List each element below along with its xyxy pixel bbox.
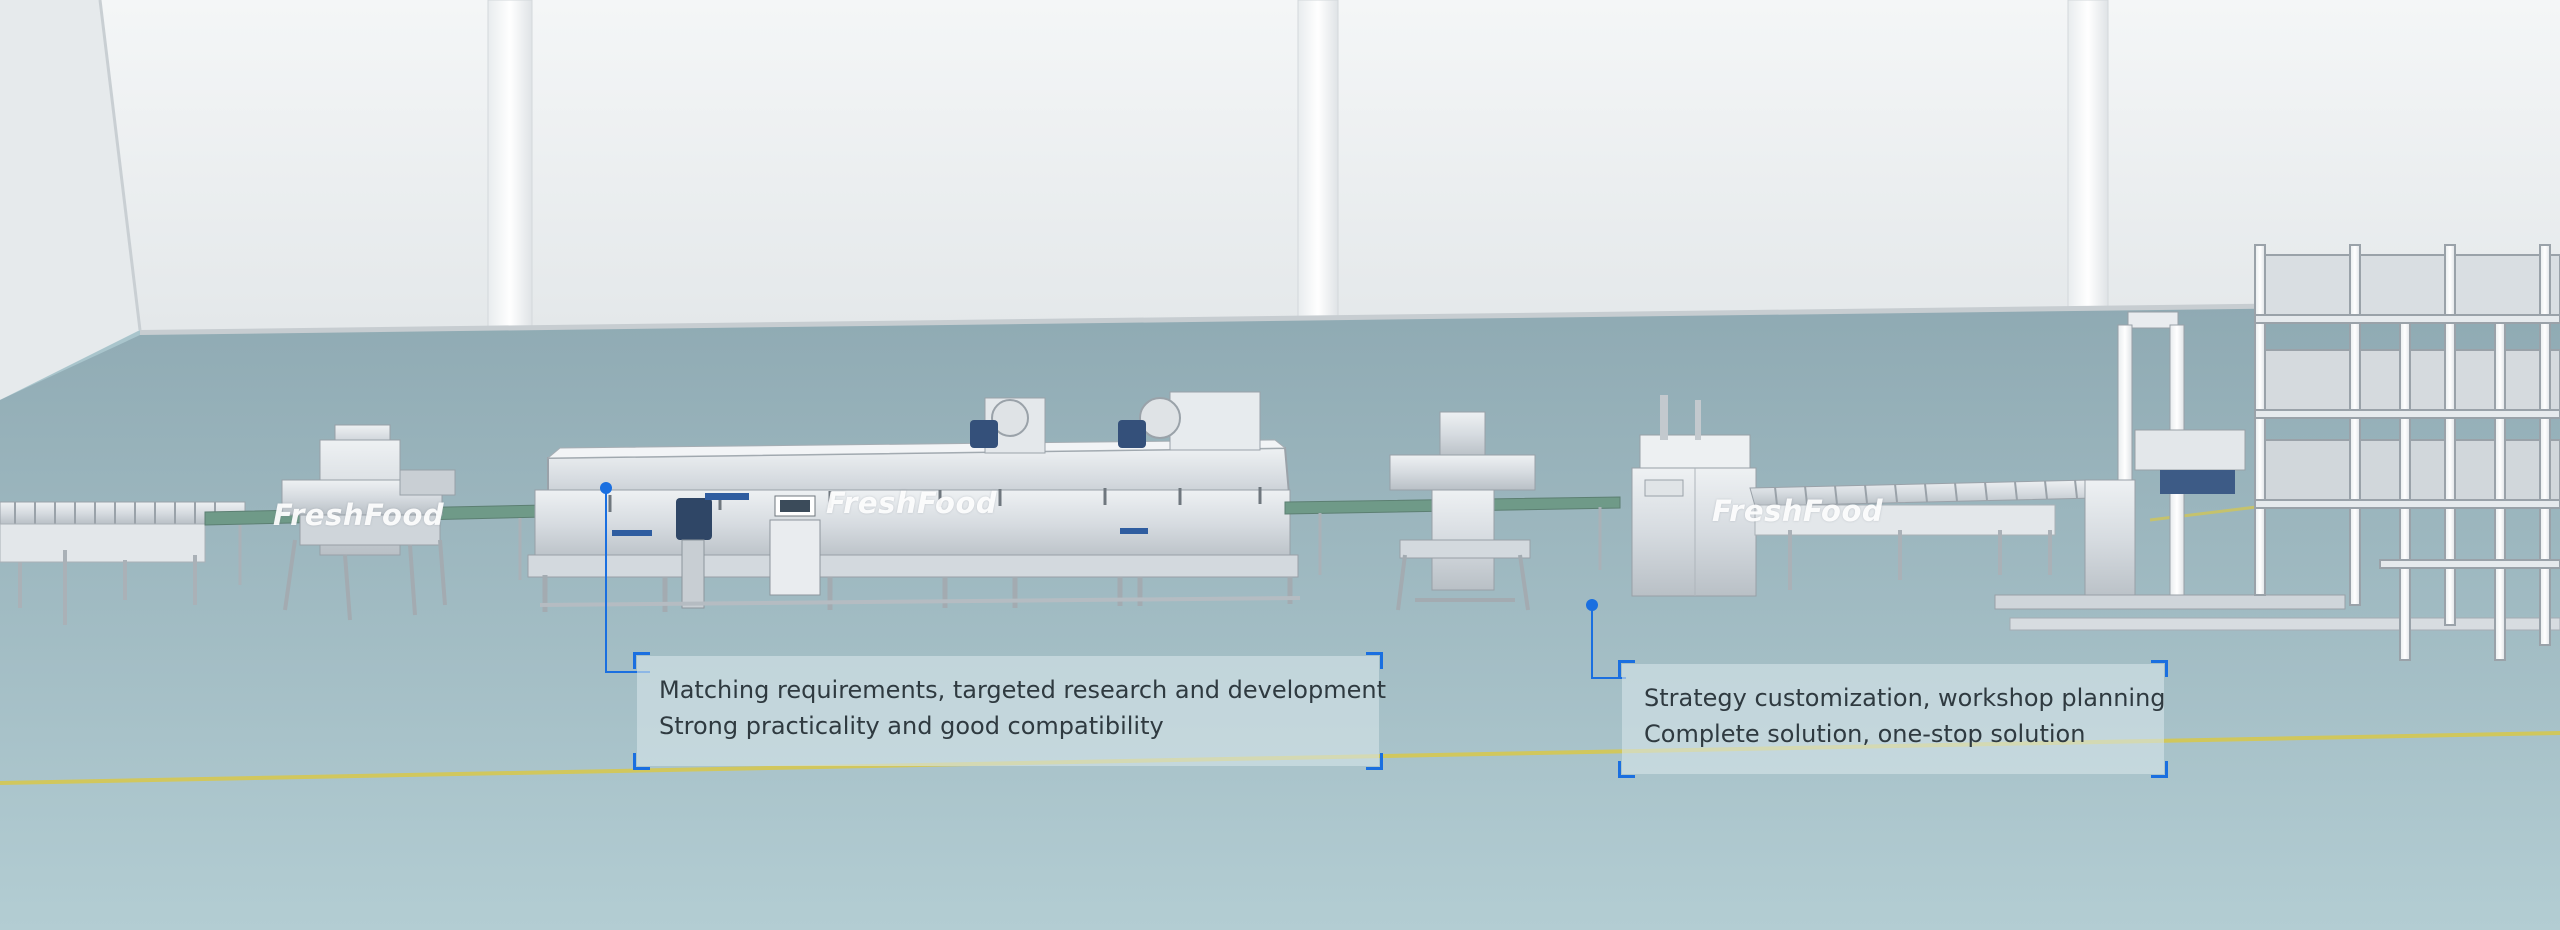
brand-label: FreshFood xyxy=(826,486,998,520)
washing-tunnel xyxy=(527,391,1301,612)
left-wall xyxy=(0,0,140,400)
roller-conveyor-left xyxy=(0,501,246,625)
pallet-racks xyxy=(2254,244,2560,661)
callout-1-line-1: Matching requirements, targeted research… xyxy=(659,676,1386,704)
feature-callout-1: Matching requirements, targeted research… xyxy=(633,652,1386,770)
inspection-station xyxy=(1389,411,1536,611)
feature-callout-2: Strategy customization, workshop plannin… xyxy=(1618,660,2168,778)
palletizer xyxy=(1994,311,2560,631)
brand-label: FreshFood xyxy=(1712,494,1884,528)
callout-1-line-2: Strong practicality and good compatibili… xyxy=(659,712,1164,740)
roller-conveyor-right xyxy=(1749,479,2096,590)
wall-pillar xyxy=(487,0,533,336)
packing-machine xyxy=(1631,395,1757,597)
wall-pillar xyxy=(2067,0,2109,319)
wall-pillar xyxy=(1297,0,1339,326)
back-wall xyxy=(0,0,2560,330)
callout-leader-2 xyxy=(1586,599,1626,679)
cutting-unit xyxy=(281,424,456,621)
callout-2-line-1: Strategy customization, workshop plannin… xyxy=(1644,684,2166,712)
callout-leader-1 xyxy=(600,482,650,673)
callout-2-line-2: Complete solution, one-stop solution xyxy=(1644,720,2086,748)
brand-label: FreshFood xyxy=(273,498,445,532)
